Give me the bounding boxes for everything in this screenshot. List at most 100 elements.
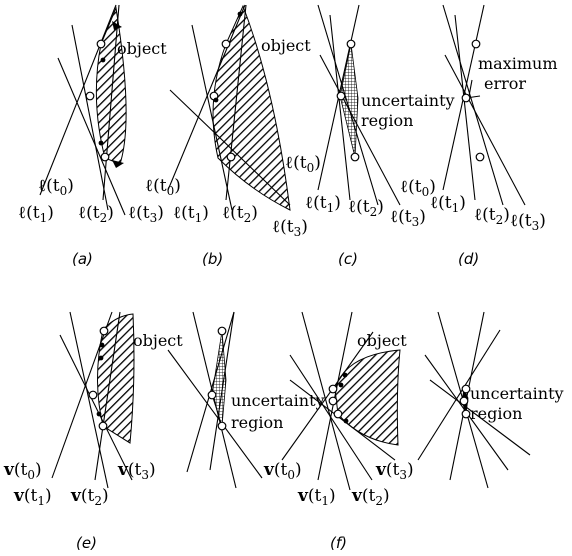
line-label-v3: v(t3): [117, 460, 156, 482]
panel-c: uncertainty region ℓ(t1) ℓ(t2) ℓ(t3) (c): [305, 4, 455, 268]
caption-c: (c): [338, 250, 358, 268]
line-v1: [69, 311, 109, 489]
uncertainty-label-line2: region: [361, 111, 413, 130]
line-l3: [319, 54, 401, 206]
line-v3: [281, 331, 374, 461]
line-label-l1: ℓ(t1): [18, 203, 54, 225]
line-v4: [289, 379, 396, 461]
panel-d: maximum error ℓ(t0) ℓ(t1) ℓ(t2) ℓ(t3) (d…: [400, 4, 558, 268]
intersection-point: [459, 396, 469, 406]
panel-e-object: object v(t0) v(t1) v(t2) v(t3) (e): [3, 311, 183, 552]
uncertainty-label-line2: region: [470, 404, 522, 423]
intersection-point: [328, 384, 338, 394]
line-label-l2: ℓ(t2): [474, 205, 510, 227]
uncertainty-label-line2: region: [231, 413, 283, 432]
intersection-point: [99, 326, 109, 336]
line-v2: [317, 311, 353, 481]
panel-b: object ℓ(t0) ℓ(t0) ℓ(t1) ℓ(t2) ℓ(t3) (b): [145, 4, 321, 268]
object-label: object: [261, 36, 311, 55]
line-l2: [57, 57, 126, 216]
panel-a: object ℓ(t0) ℓ(t1) ℓ(t2) ℓ(t3) (a): [18, 4, 167, 268]
line-v3: [167, 349, 263, 479]
line-l2: [167, 4, 246, 191]
panel-f-object: object v(t0) v(t1) v(t2) v(t3) (f): [263, 311, 414, 552]
uncertainty-region: [339, 43, 359, 158]
line-v3: [417, 329, 501, 461]
line-label-l3: ℓ(t3): [128, 203, 164, 225]
intersection-point: [207, 390, 217, 400]
line-l1: [191, 24, 233, 211]
uncertainty-label-line1: uncertainty: [231, 391, 325, 410]
caption-d: (d): [458, 250, 479, 268]
intersection-point: [88, 390, 98, 400]
caption-e: (e): [76, 534, 97, 552]
contact-dot: [213, 97, 219, 103]
intersection-point: [226, 152, 236, 162]
line-label-l3: ℓ(t3): [510, 211, 546, 233]
intersection-point: [461, 384, 471, 394]
panel-e-uncertainty: uncertainty region: [167, 311, 325, 489]
line-label-l1: ℓ(t1): [173, 203, 209, 225]
line-l0: [39, 4, 117, 196]
line-label-l2: ℓ(t2): [348, 197, 384, 219]
line-label-v2: v(t2): [70, 486, 109, 508]
line-l0: [169, 89, 291, 206]
line-label-v2: v(t2): [351, 486, 390, 508]
intersection-point: [328, 396, 338, 406]
intersection-point: [100, 152, 110, 162]
line-label-l0-right: ℓ(t0): [285, 153, 321, 175]
line-v3: [59, 334, 133, 481]
max-error-label-line1: maximum: [478, 54, 558, 73]
line-label-l3: ℓ(t3): [390, 207, 426, 229]
intersection-point: [461, 409, 471, 419]
contact-dot: [99, 342, 105, 348]
contact-dot: [100, 57, 106, 63]
contact-dot: [343, 418, 349, 424]
line-l3: [225, 4, 247, 201]
line-l1: [71, 24, 109, 211]
object-shape: [97, 313, 135, 444]
contact-dot: [98, 355, 104, 361]
line-v1: [192, 311, 237, 489]
line-v0: [51, 311, 113, 479]
contact-dot: [98, 140, 104, 146]
intersection-point: [350, 152, 360, 162]
object-shape: [95, 6, 127, 165]
object-label: object: [357, 331, 407, 350]
intersection-point: [96, 39, 106, 49]
object-shape: [334, 349, 401, 446]
line-l3: [444, 54, 526, 206]
max-error-label-line2: error: [484, 74, 526, 93]
contact-dot: [338, 382, 344, 388]
line-label-l1: ℓ(t1): [305, 193, 341, 215]
caption-a: (a): [72, 250, 93, 268]
line-l1: [442, 4, 504, 206]
panel-f-uncertainty: uncertainty region: [417, 311, 564, 489]
contact-dot: [237, 11, 243, 17]
max-error-pointer: [468, 79, 473, 97]
intersection-point: [217, 421, 227, 431]
line-label-l0: ℓ(t0): [38, 176, 74, 198]
line-v2: [94, 311, 121, 481]
contact-dot: [342, 372, 348, 378]
arrow-mark: [112, 160, 124, 168]
line-label-l1: ℓ(t1): [430, 193, 466, 215]
line-label-l0: ℓ(t0): [145, 176, 181, 198]
arrow-mark: [112, 21, 122, 30]
line-label-v3: v(t3): [375, 460, 414, 482]
intersection-point: [217, 326, 227, 336]
line-label-v0: v(t0): [3, 460, 42, 482]
line-v2: [449, 311, 485, 481]
caption-f: (f): [330, 534, 347, 552]
intersection-point: [346, 39, 356, 49]
intersection-point: [336, 91, 346, 101]
intersection-point: [98, 421, 108, 431]
line-label-v1: v(t1): [297, 486, 336, 508]
line-label-v1: v(t1): [13, 486, 52, 508]
line-label-l2: ℓ(t2): [222, 203, 258, 225]
caption-b: (b): [202, 250, 223, 268]
line-l3: [102, 4, 120, 201]
object-label: object: [133, 331, 183, 350]
line-v1: [301, 311, 351, 491]
object-label: object: [117, 39, 167, 58]
